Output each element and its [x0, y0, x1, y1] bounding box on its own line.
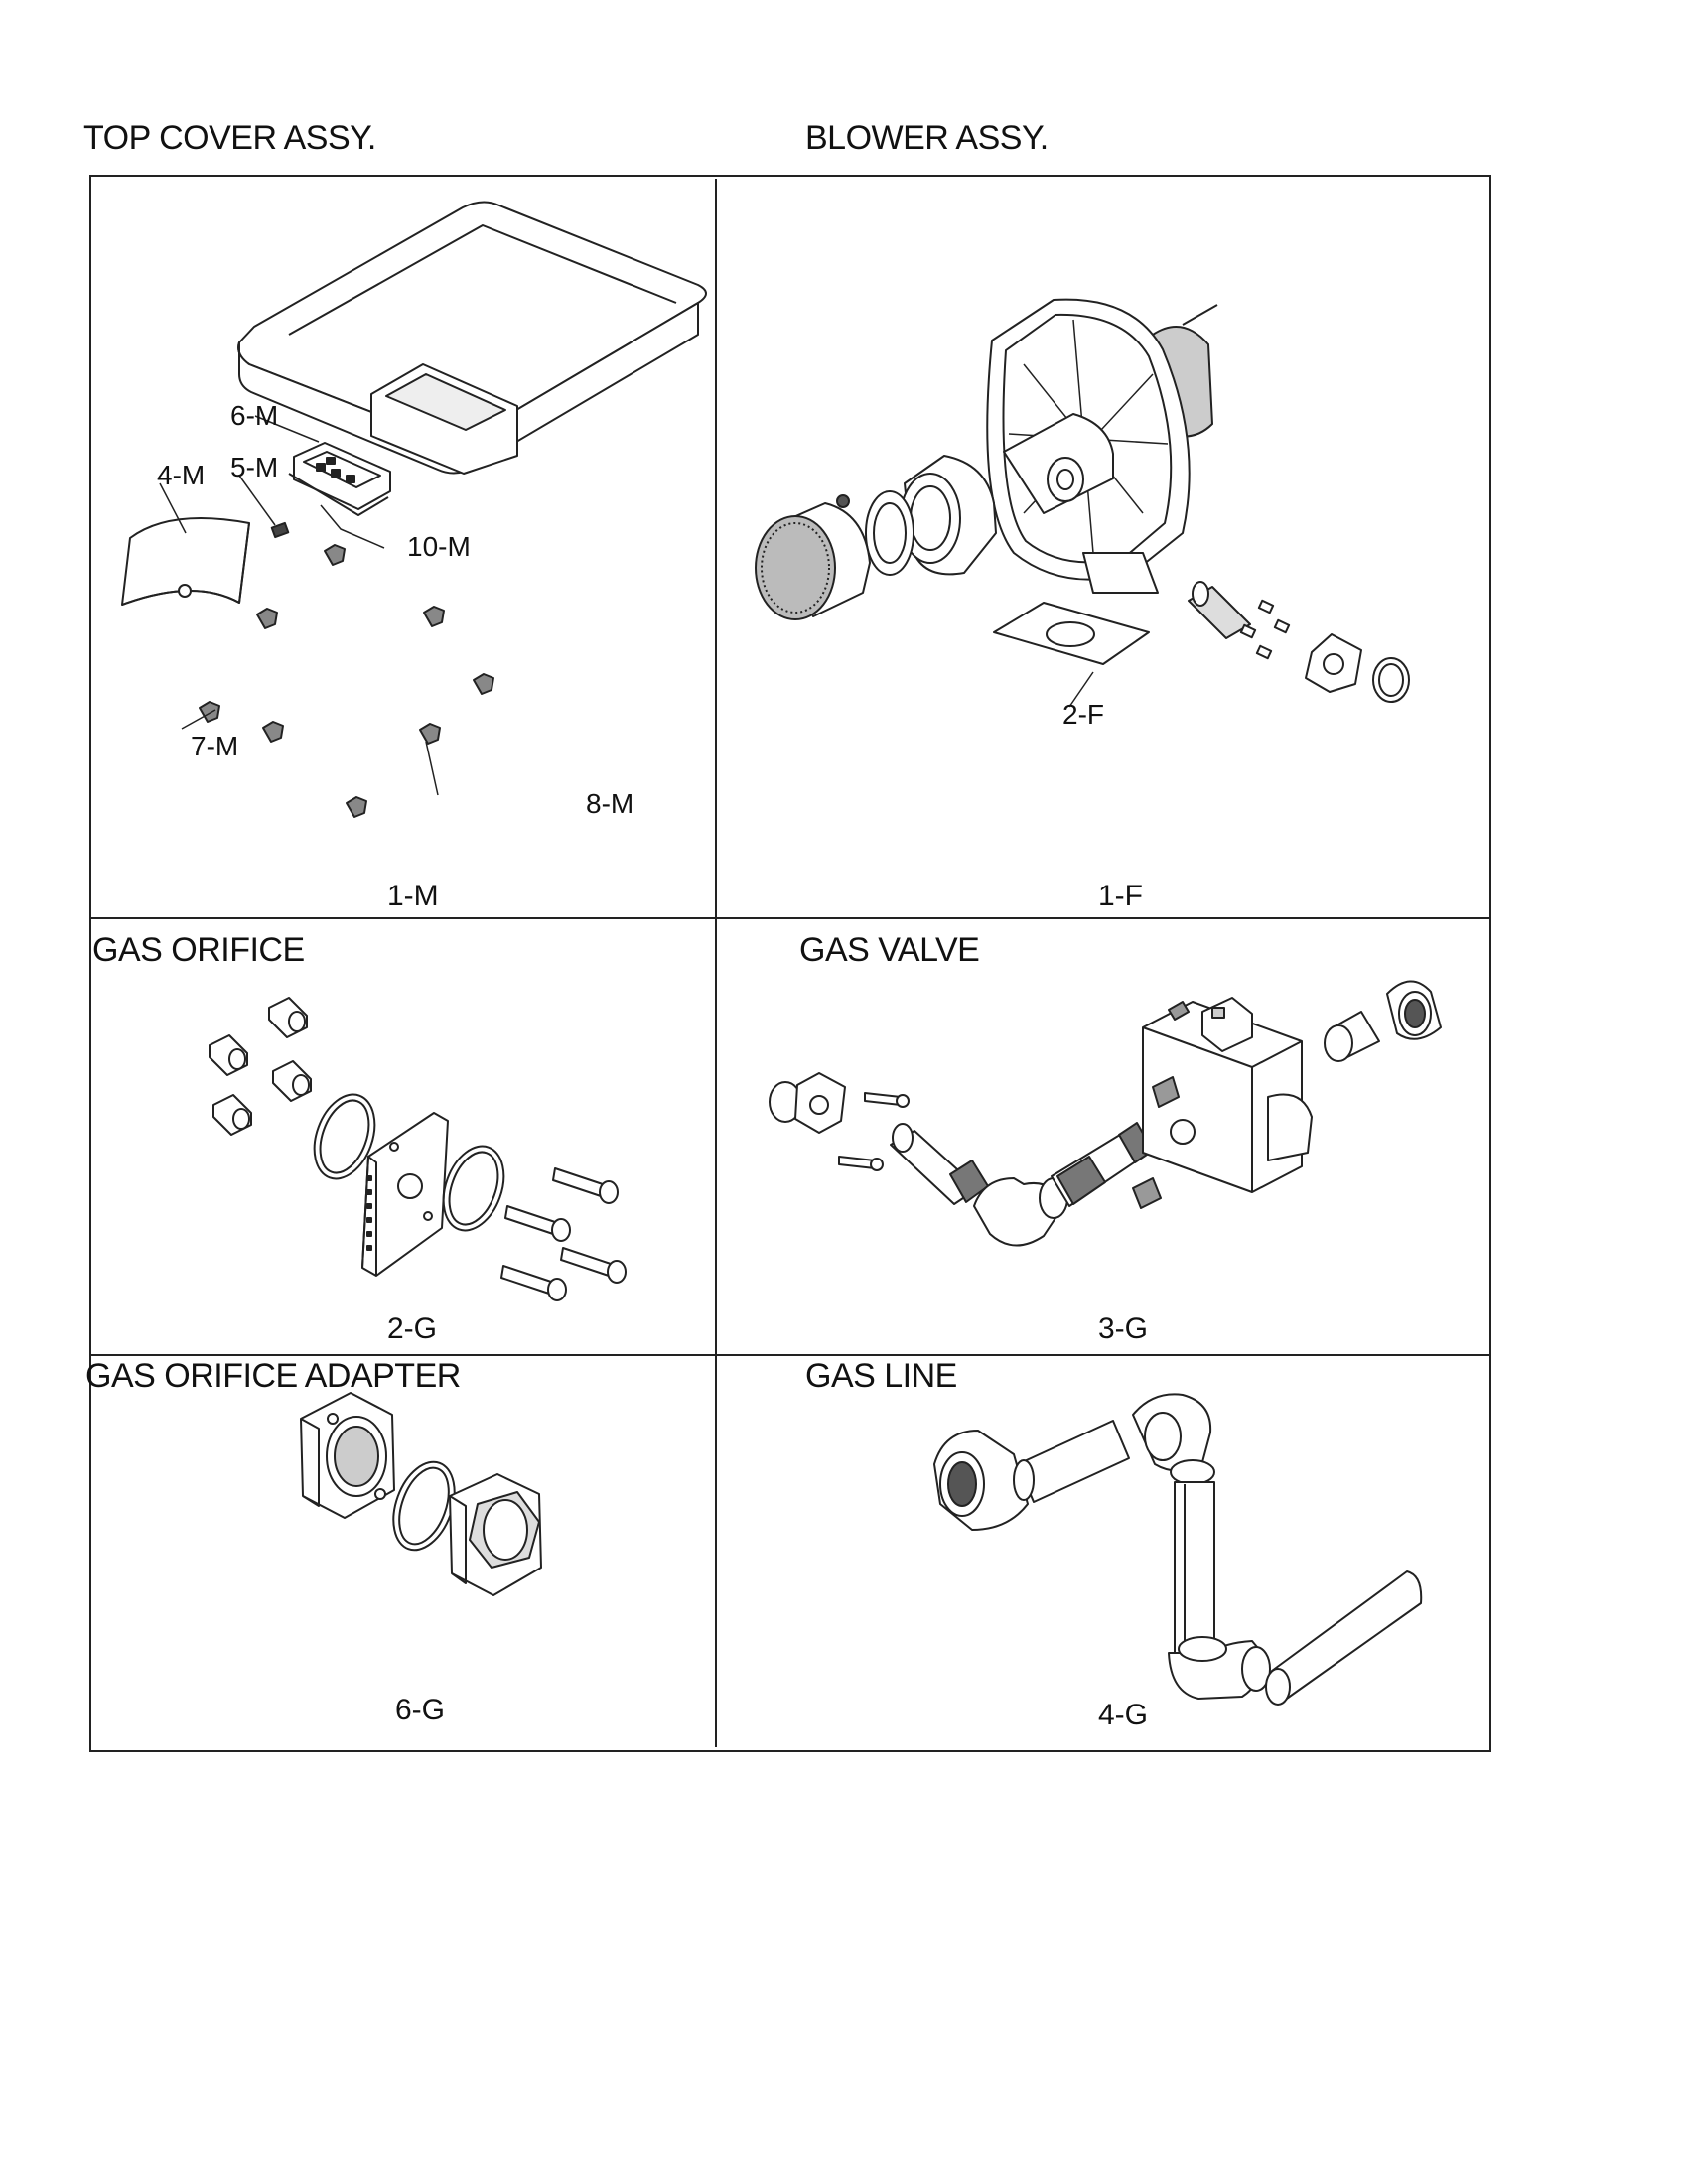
- part-number-1m: 1-M: [387, 880, 439, 912]
- orifice-nuts: [209, 997, 312, 1136]
- part-number-6g: 6-G: [395, 1694, 446, 1726]
- blower-assembly-drawing: [755, 298, 1410, 708]
- part-number-3g: 3-G: [1098, 1312, 1149, 1345]
- callout-4m: 4-M: [157, 460, 206, 490]
- callout-5m: 5-M: [230, 452, 279, 482]
- title-gas-orifice-adapter: GAS ORIFICE ADAPTER: [85, 1357, 461, 1395]
- title-gas-line: GAS LINE: [805, 1357, 957, 1395]
- header-top-cover: TOP COVER ASSY.: [83, 119, 376, 157]
- gas-orifice-adapter-drawing: [300, 1392, 542, 1596]
- callout-8m: 8-M: [586, 788, 634, 819]
- gas-valve-drawing: [769, 980, 1442, 1247]
- bolts: [500, 1167, 627, 1301]
- title-gas-orifice: GAS ORIFICE: [92, 931, 305, 969]
- top-cover-assembly-drawing: [121, 201, 707, 818]
- part-number-1f: 1-F: [1098, 880, 1143, 912]
- vertical-pipe: [1174, 1481, 1215, 1654]
- gas-orifice-drawing: [209, 997, 627, 1301]
- part-number-4g: 4-G: [1098, 1699, 1149, 1731]
- callout-6m: 6-M: [230, 400, 279, 431]
- callout-7m: 7-M: [191, 731, 239, 761]
- part-number-2g: 2-G: [387, 1312, 438, 1345]
- callout-2f: 2-F: [1062, 699, 1104, 730]
- gas-line-drawing: [933, 1393, 1423, 1706]
- title-gas-valve: GAS VALVE: [799, 931, 980, 969]
- callout-10m: 10-M: [407, 531, 471, 562]
- header-blower: BLOWER ASSY.: [805, 119, 1049, 157]
